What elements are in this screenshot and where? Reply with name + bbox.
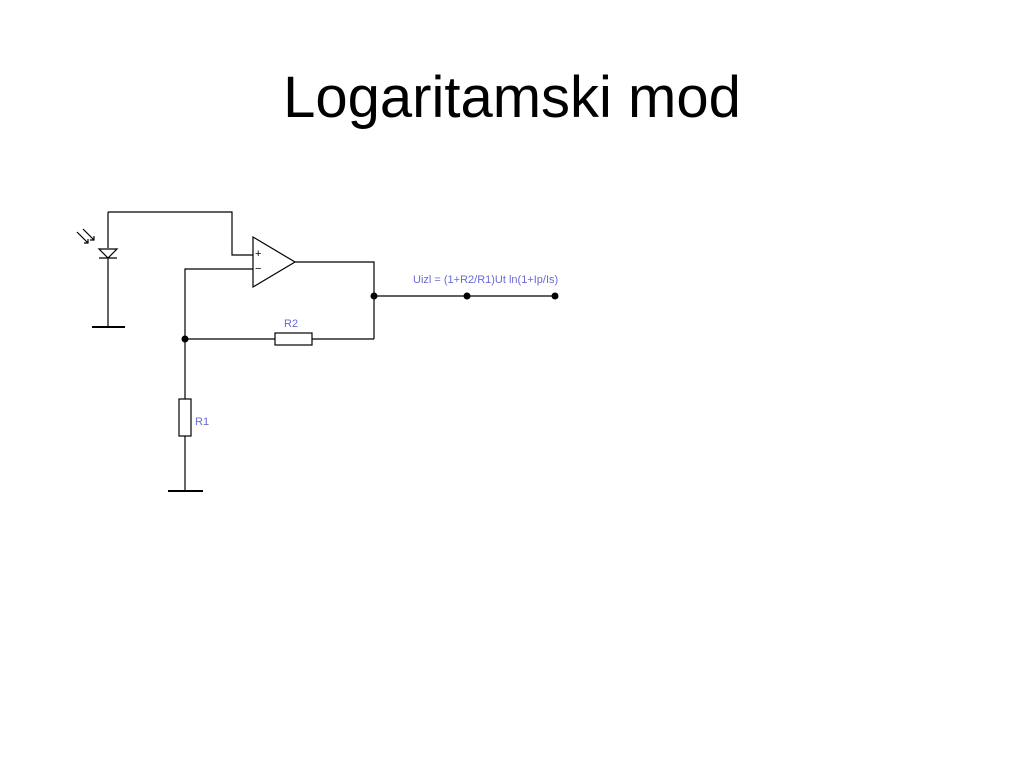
resistor-r2-icon [274,332,313,346]
node-output-terminal [551,292,559,300]
opamp-plus-sign: + [255,248,261,260]
node-output-mid [463,292,471,300]
r1-label: R1 [195,416,209,428]
output-formula: Uizl = (1+R2/R1)Ut ln(1+Ip/Is) [413,274,558,286]
opamp-icon: + − [252,235,297,289]
wire-noninverting-input [108,211,253,256]
r2-label: R2 [284,318,298,330]
node-output-junction [370,292,378,300]
photodiode-icon [76,212,119,326]
wire-inverting-input [184,268,253,339]
resistor-r1-icon [178,398,192,437]
node-inverting-junction [181,335,189,343]
opamp-minus-sign: − [255,263,261,275]
slide-title: Logaritamski mod [283,65,741,130]
